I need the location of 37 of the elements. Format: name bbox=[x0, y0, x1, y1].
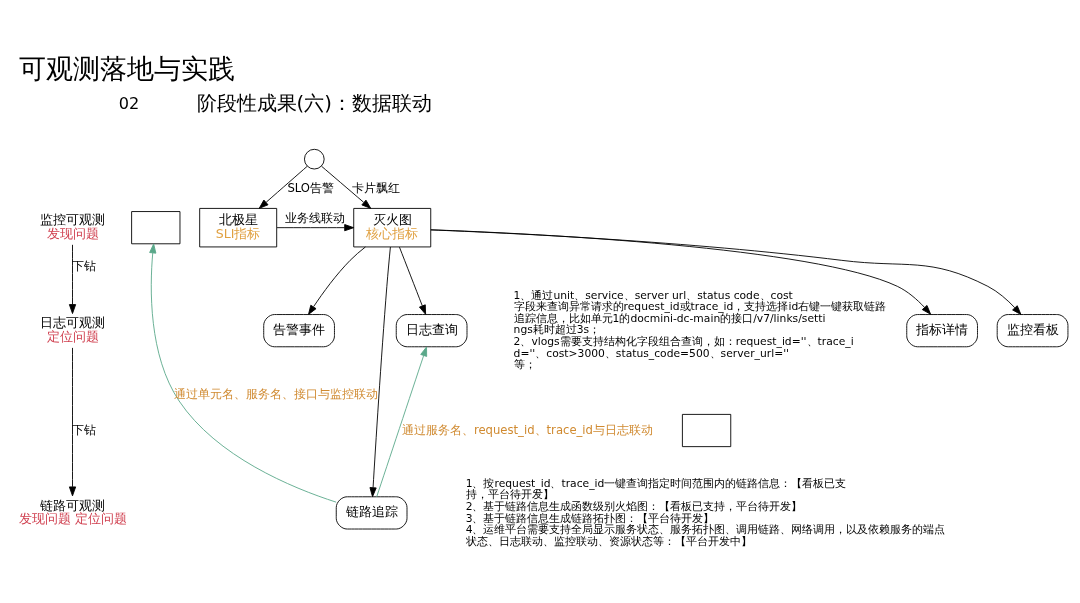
arrow bbox=[399, 246, 427, 315]
node-box bbox=[131, 210, 181, 244]
arrow bbox=[149, 243, 337, 503]
edge-label: 卡片飘红 bbox=[352, 180, 401, 195]
node-label: 3、基于链路信息生成链路拓扑图：【平台待开发】 bbox=[465, 511, 715, 525]
node-box: 灭火图 核心指标 bbox=[353, 207, 432, 247]
node-text: 监控可观测 发现问题 bbox=[40, 211, 106, 241]
node-box: 链路追踪 bbox=[335, 495, 408, 529]
arrow bbox=[276, 223, 355, 231]
node-box bbox=[681, 413, 732, 447]
edge-label: 业务线联动 bbox=[285, 210, 346, 225]
arrow bbox=[321, 165, 372, 209]
edge-label: 通过单元名、服务名、接口与监控联动 bbox=[174, 386, 379, 401]
node-box: 日志查询 bbox=[395, 313, 468, 347]
node-label: 2、基于链路信息生成函数级别火焰图：【看板已支持，平台待开发】 bbox=[465, 499, 803, 513]
node-label: 1、通过unit、service、server url、status code、cost字段来查询异常请求的request_id或trace_id，支持选择id右键一键获取链路追踪信息，比如单元1的docmini-dc-main的接口/v7/links/settings耗时超过3s； bbox=[513, 288, 887, 336]
label: 02 bbox=[118, 93, 140, 113]
node-label: 2、vlogs需要支持结构化字段组合查询，如：request_id=''、trace_id=''、cost>3000、status_code=500、server_url='' 等； bbox=[513, 334, 854, 371]
node-text: 日志可观测 定位问题 bbox=[40, 314, 106, 344]
node-box: 北极星 SLI指标 bbox=[199, 207, 278, 247]
arrow bbox=[430, 228, 1022, 315]
node-text: 链路可观测 发现问题 定位问题 bbox=[19, 497, 128, 526]
node-person bbox=[304, 148, 325, 169]
arrow bbox=[68, 346, 77, 496]
node-label: 1、按request_id、trace_id一键查询指定时间范围内的链路信息：【看板已支持，平台待开发】 bbox=[465, 476, 847, 501]
arrow bbox=[369, 246, 391, 497]
node-box: 指标详情 bbox=[906, 313, 978, 347]
arrow bbox=[258, 165, 308, 209]
arrow bbox=[308, 246, 366, 315]
edge-label: SLO告警 bbox=[287, 180, 335, 195]
diagram-title: 可观测落地与实践 bbox=[19, 52, 236, 84]
node-box: 监控看板 bbox=[996, 313, 1069, 347]
arrow bbox=[376, 346, 428, 497]
label: 阶段性成果(六)：数据联动 bbox=[196, 91, 432, 115]
arrow bbox=[68, 243, 77, 314]
node-box: 告警事件 bbox=[263, 313, 335, 347]
edge-label: 通过服务名、request_id、trace_id与日志联动 bbox=[401, 422, 653, 437]
